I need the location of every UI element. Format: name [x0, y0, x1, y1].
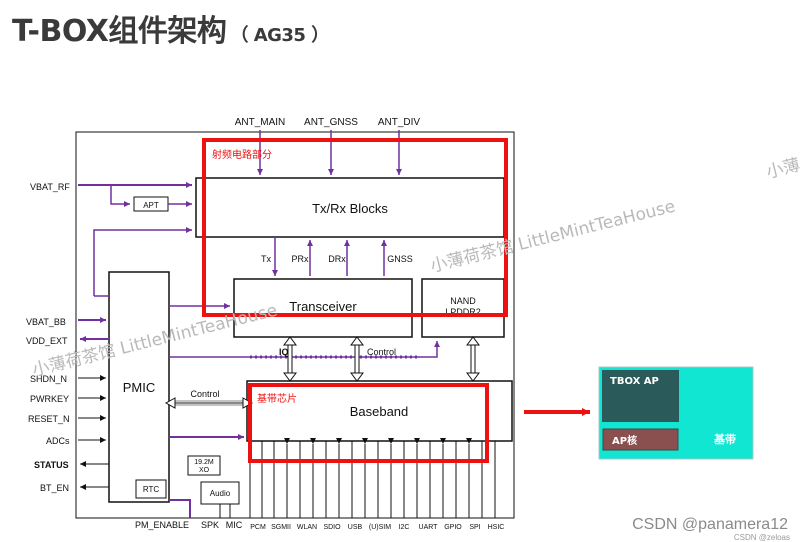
antenna-group: ANT_MAIN ANT_GNSS ANT_DIV — [235, 117, 421, 175]
memory-block — [421, 278, 505, 338]
left-signals: VBAT_RF VBAT_BB VDD_EXT SHDN_N PWRKEY RE… — [26, 182, 192, 493]
pmic-control-head-left — [164, 397, 176, 409]
iq-arrow-up — [283, 336, 297, 346]
signal-adcs: ADCs — [46, 436, 70, 446]
pmic-enable-line — [169, 499, 191, 518]
bottom-sdio: SDIO — [323, 524, 341, 531]
bottom-pcm: PCM — [250, 524, 266, 531]
transceiver-block — [233, 278, 413, 338]
pmic-control-head-right — [242, 397, 254, 409]
signal-vdd-ext: VDD_EXT — [26, 336, 68, 346]
bottom-mic: MIC — [226, 520, 243, 530]
signal-vbat-bb: VBAT_BB — [26, 317, 66, 327]
watermark-3: 小薄 — [764, 155, 802, 183]
pmic-control-arrow — [164, 397, 254, 409]
xo-label-1: 19.2M — [194, 459, 214, 466]
bottom-signal-lines — [219, 438, 496, 518]
ap-core-block — [602, 428, 679, 451]
memory-arrow-down — [466, 372, 480, 382]
pmic-block — [108, 271, 170, 503]
lpddr-label: LPDDR2 — [445, 307, 481, 317]
pmic-label: PMIC — [123, 380, 156, 395]
txrx-label: Tx/Rx Blocks — [312, 201, 388, 216]
iq-arrow-down — [283, 372, 297, 382]
control-arrow-up — [350, 336, 364, 346]
csdn-credit-small: CSDN @zeloas — [733, 533, 790, 542]
bottom-usim: (U)SIM — [369, 524, 391, 531]
baseband-chip-label: 基带芯片 — [257, 392, 297, 405]
csdn-credit: CSDN @panamera12 — [632, 516, 788, 533]
rf-section-label: 射频电路部分 — [212, 148, 272, 161]
memory-arrow — [466, 336, 480, 382]
antenna-gnss-label: ANT_GNSS — [304, 117, 358, 128]
iq-arrow — [283, 336, 297, 382]
gnss-label: GNSS — [387, 254, 413, 264]
tx-label: Tx — [261, 254, 271, 264]
control-arrow-down — [350, 372, 364, 382]
bottom-gpio: GPIO — [444, 524, 462, 531]
bottom-signal-labels: PM_ENABLE SPK MIC PCM SGMII WLAN SDIO US… — [135, 520, 504, 531]
bottom-uart: UART — [419, 524, 439, 531]
nand-label: NAND — [450, 296, 476, 306]
bottom-wlan: WLAN — [297, 524, 317, 531]
drx-label: DRx — [328, 254, 346, 264]
signal-vbat-rf: VBAT_RF — [30, 182, 70, 192]
antenna-div-label: ANT_DIV — [378, 117, 421, 128]
rf-signal-lines: Tx PRx DRx GNSS — [261, 237, 413, 276]
title-sub: （ AG35 ） — [230, 25, 329, 46]
signal-pwrkey: PWRKEY — [30, 394, 69, 404]
pmic-memory-line — [169, 341, 440, 358]
bottom-i2c: I2C — [399, 524, 410, 531]
bottom-spi: SPI — [469, 524, 480, 531]
bottom-usb: USB — [348, 524, 363, 531]
baseband-block — [246, 380, 513, 442]
bottom-pm-enable: PM_ENABLE — [135, 520, 189, 530]
xo-label-2: XO — [199, 467, 210, 474]
ap-baseband-label: 基带 — [713, 432, 736, 446]
xo-block — [187, 455, 221, 476]
bottom-spk: SPK — [201, 520, 219, 530]
rf-section-highlight — [202, 138, 508, 317]
rtc-block — [135, 479, 167, 499]
pmic-control-label: Control — [190, 389, 219, 399]
baseband-label: Baseband — [350, 404, 409, 419]
control-arrow — [350, 336, 364, 382]
page-title: T-BOX组件架构（ AG35 ） — [12, 6, 329, 50]
ap-core-label: AP核 — [612, 434, 637, 447]
antenna-main-label: ANT_MAIN — [235, 117, 286, 128]
vbat-rf-apt-line — [110, 185, 130, 207]
bottom-sgmii: SGMII — [271, 524, 291, 531]
pmic-rf-supply — [93, 227, 192, 296]
tbox-ap-block — [602, 370, 679, 422]
apt-label: APT — [143, 201, 159, 210]
control-label: Control — [367, 347, 396, 357]
module-outline — [75, 131, 515, 519]
signal-shdn-n: SHDN_N — [30, 374, 67, 384]
signal-bt-en: BT_EN — [40, 483, 69, 493]
audio-label: Audio — [210, 489, 231, 498]
baseband-chip-highlight — [248, 383, 489, 463]
signal-status: STATUS — [34, 460, 69, 470]
tbox-ap-label: TBOX AP — [610, 376, 659, 387]
bottom-hsic: HSIC — [488, 524, 505, 531]
prx-label: PRx — [291, 254, 309, 264]
title-main: T-BOX组件架构 — [12, 14, 227, 49]
transceiver-label: Transceiver — [289, 299, 357, 314]
memory-arrow-up — [466, 336, 480, 346]
signal-reset-n: RESET_N — [28, 414, 70, 424]
iq-label: IQ — [279, 347, 289, 357]
rtc-label: RTC — [143, 485, 160, 494]
